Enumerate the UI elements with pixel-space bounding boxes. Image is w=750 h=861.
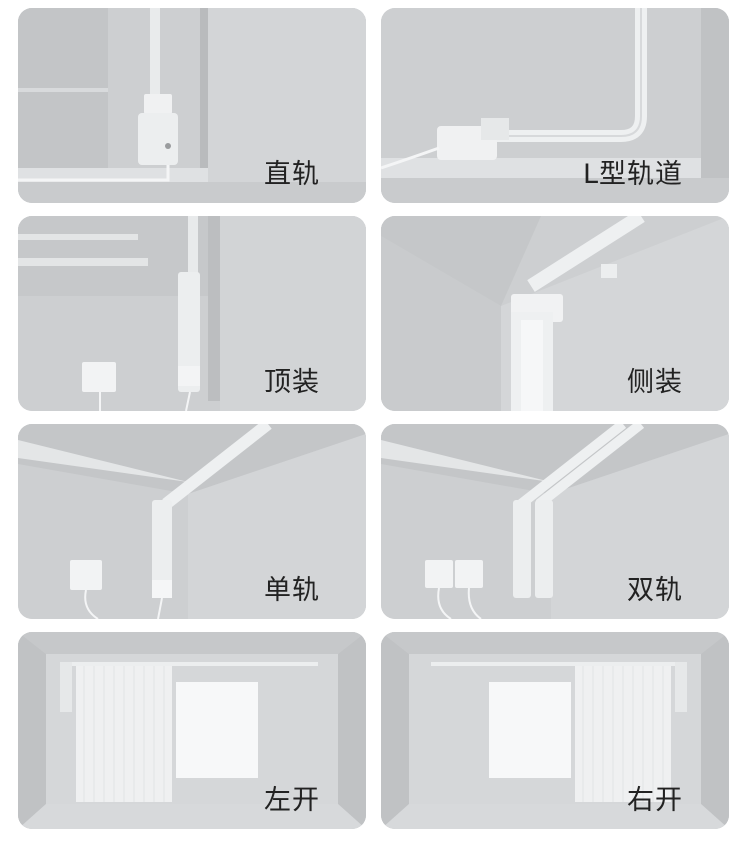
side-mount-illustration [381,216,729,411]
option-card-right-open[interactable]: 右开 [381,632,729,829]
ceiling-mount-illustration [18,216,366,411]
option-card-l-track[interactable]: L型轨道 [381,8,729,203]
option-card-left-open[interactable]: 左开 [18,632,366,829]
option-label: 侧装 [627,367,683,398]
option-label: 顶装 [264,367,320,398]
option-label: 左开 [264,785,320,816]
option-label: 右开 [627,785,683,816]
option-label: 双轨 [627,575,683,606]
single-rail-illustration [18,424,366,619]
option-card-single-rail[interactable]: 单轨 [18,424,366,619]
option-card-straight-track[interactable]: 直轨 [18,8,366,203]
straight-track-illustration [18,8,366,203]
option-card-side-mount[interactable]: 侧装 [381,216,729,411]
left-open-illustration [18,632,366,829]
option-label: 单轨 [264,575,320,606]
right-open-illustration [381,632,729,829]
l-track-illustration [381,8,729,203]
option-label: L型轨道 [582,159,683,190]
option-card-ceiling-mount[interactable]: 顶装 [18,216,366,411]
option-label: 直轨 [264,159,320,190]
option-card-double-rail[interactable]: 双轨 [381,424,729,619]
double-rail-illustration [381,424,729,619]
